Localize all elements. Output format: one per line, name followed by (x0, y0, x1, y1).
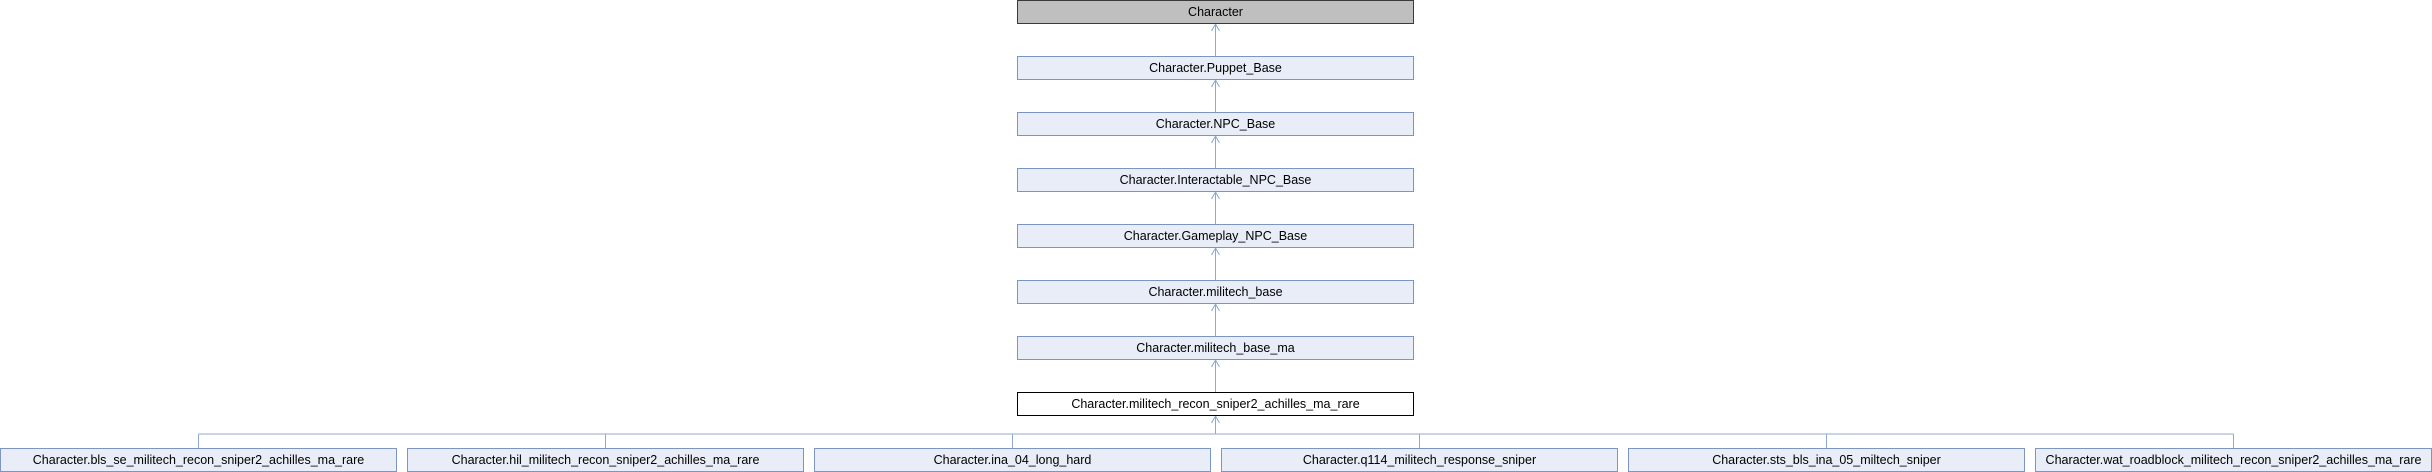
child-node-bls-se[interactable]: Character.bls_se_militech_recon_sniper2_… (0, 448, 397, 472)
class-node-character[interactable]: Character (1017, 0, 1414, 24)
inheritance-arrowhead (1211, 78, 1220, 88)
derived-arrowhead (1211, 414, 1220, 424)
child-node-wat-roadblock[interactable]: Character.wat_roadblock_militech_recon_s… (2035, 448, 2432, 472)
class-node-current: Character.militech_recon_sniper2_achille… (1017, 392, 1414, 416)
child-node-hil[interactable]: Character.hil_militech_recon_sniper2_ach… (407, 448, 804, 472)
class-node-gameplay-npc-base[interactable]: Character.Gameplay_NPC_Base (1017, 224, 1414, 248)
inheritance-arrowhead (1211, 246, 1220, 256)
inheritance-arrowhead (1211, 22, 1220, 32)
inheritance-arrowhead (1211, 134, 1220, 144)
inheritance-arrowhead (1211, 190, 1220, 200)
class-node-militech-base-ma[interactable]: Character.militech_base_ma (1017, 336, 1414, 360)
inheritance-arrowhead (1211, 358, 1220, 368)
child-node-ina-04[interactable]: Character.ina_04_long_hard (814, 448, 1211, 472)
class-node-interactable-npc-base[interactable]: Character.Interactable_NPC_Base (1017, 168, 1414, 192)
class-node-npc-base[interactable]: Character.NPC_Base (1017, 112, 1414, 136)
inheritance-arrowhead (1211, 302, 1220, 312)
class-node-militech-base[interactable]: Character.militech_base (1017, 280, 1414, 304)
class-node-puppet-base[interactable]: Character.Puppet_Base (1017, 56, 1414, 80)
child-node-q114[interactable]: Character.q114_militech_response_sniper (1221, 448, 1618, 472)
child-node-sts-bls[interactable]: Character.sts_bls_ina_05_miltech_sniper (1628, 448, 2025, 472)
